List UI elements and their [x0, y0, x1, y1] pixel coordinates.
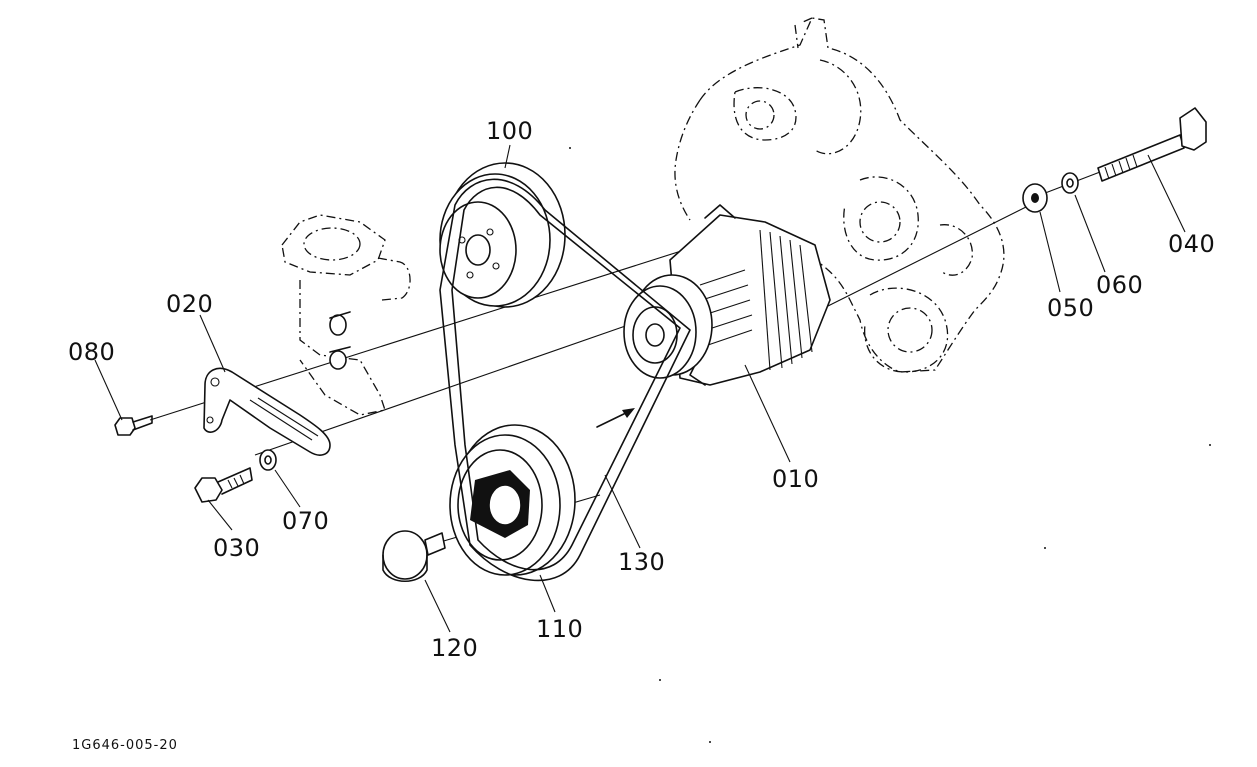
fan-belt-drawing: [439, 178, 691, 582]
fan-pulley-drawing: [439, 162, 566, 308]
scan-specks: [569, 147, 1211, 743]
callout-leader-lines: [94, 144, 1186, 633]
callout-020: 020: [166, 290, 214, 318]
water-flange-outline: [281, 214, 411, 416]
crank-pulley-screw-drawing: [382, 530, 446, 583]
callout-070: 070: [282, 507, 330, 535]
callout-050: 050: [1047, 294, 1095, 322]
callout-040: 040: [1168, 230, 1216, 258]
bolt-030-drawing: [194, 467, 253, 503]
washer-050-drawing: [1022, 183, 1048, 213]
callout-080: 080: [68, 338, 116, 366]
bolt-040-drawing: [1097, 107, 1207, 182]
callout-100: 100: [486, 117, 534, 145]
alternator-drawing: [623, 204, 831, 386]
alternator-bracket: [203, 367, 331, 456]
washer-070-drawing: [259, 449, 277, 471]
callout-130: 130: [618, 548, 666, 576]
callout-110: 110: [536, 615, 584, 643]
bolt-080-drawing: [114, 415, 153, 436]
callout-060: 060: [1096, 271, 1144, 299]
belt-direction-arrow: [596, 408, 635, 428]
engine-gear-case-outline: [674, 17, 1005, 373]
assembly-axis-lines: [149, 171, 1101, 546]
drawing-code: 1G646-005-20: [72, 738, 178, 753]
callout-030: 030: [213, 534, 261, 562]
crank-pulley-drawing: [449, 424, 576, 576]
callout-010: 010: [772, 465, 820, 493]
callout-120: 120: [431, 634, 479, 662]
spring-washer-060-drawing: [1061, 172, 1079, 194]
